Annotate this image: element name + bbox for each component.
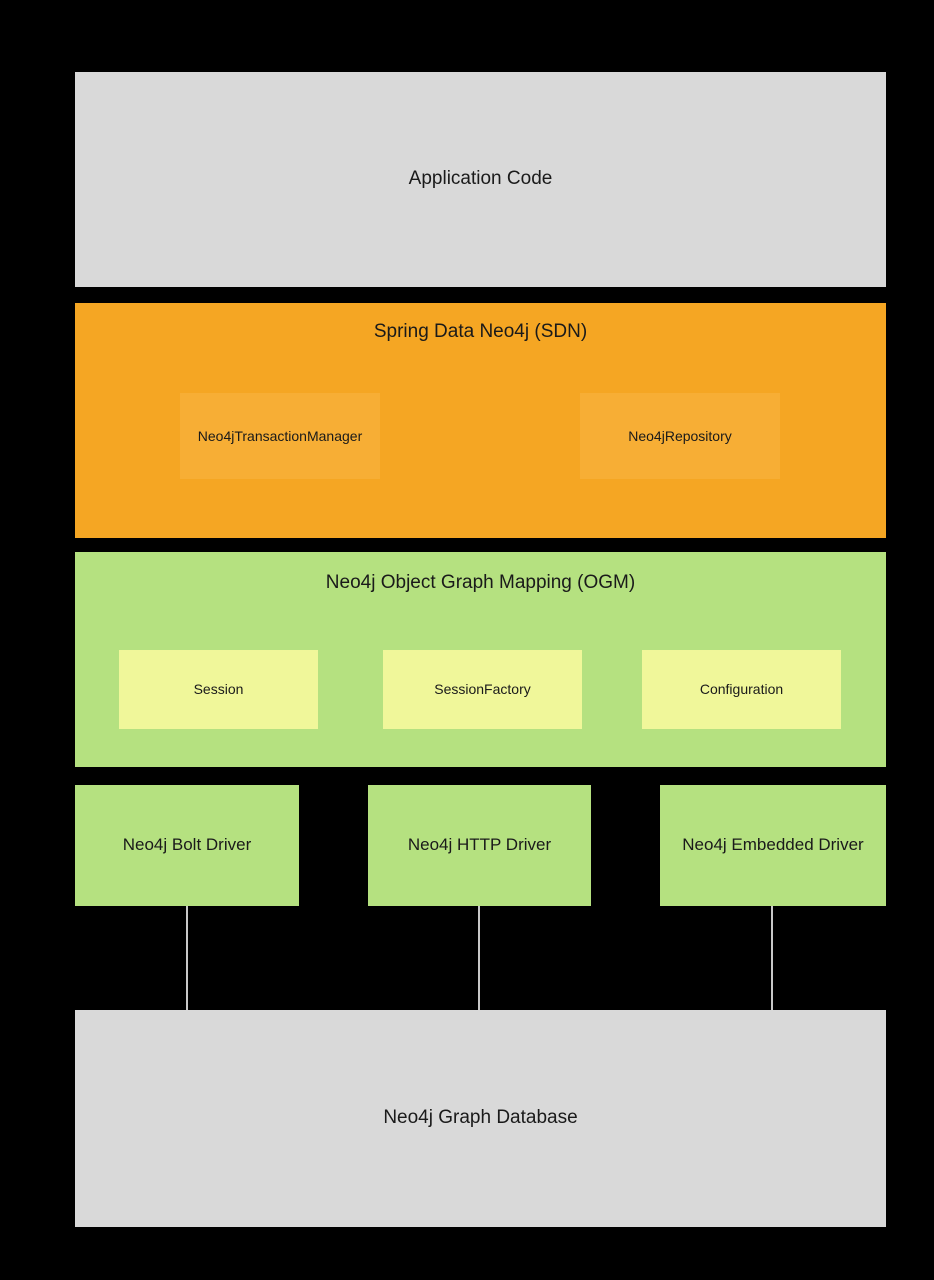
component-neo4j-transaction-manager[interactable]: Neo4jTransactionManager (180, 393, 380, 479)
component-neo4j-http-driver[interactable]: Neo4j HTTP Driver (368, 785, 591, 906)
component-configuration-label: Configuration (699, 681, 784, 698)
component-neo4j-repository-label: Neo4jRepository (628, 427, 732, 444)
component-session[interactable]: Session (119, 650, 318, 729)
layer-spring-data-neo4j[interactable]: Spring Data Neo4j (SDN) Neo4jTransaction… (75, 303, 886, 538)
component-session-factory[interactable]: SessionFactory (383, 650, 582, 729)
layer-spring-data-neo4j-title: Spring Data Neo4j (SDN) (373, 321, 588, 342)
component-configuration[interactable]: Configuration (642, 650, 841, 729)
layer-neo4j-ogm-title: Neo4j Object Graph Mapping (OGM) (325, 572, 636, 593)
layer-neo4j-ogm[interactable]: Neo4j Object Graph Mapping (OGM) Session… (75, 552, 886, 767)
component-neo4j-embedded-driver[interactable]: Neo4j Embedded Driver (660, 785, 886, 906)
component-neo4j-bolt-driver-label: Neo4j Bolt Driver (122, 835, 252, 855)
component-session-factory-label: SessionFactory (434, 681, 531, 698)
connector-bolt-to-database (186, 906, 188, 1011)
layer-neo4j-graph-database[interactable]: Neo4j Graph Database (75, 1010, 886, 1227)
layer-application-code[interactable]: Application Code (75, 72, 886, 287)
layer-application-code-label: Application Code (408, 168, 553, 190)
component-neo4j-embedded-driver-label: Neo4j Embedded Driver (682, 835, 864, 855)
component-neo4j-bolt-driver[interactable]: Neo4j Bolt Driver (75, 785, 299, 906)
component-neo4j-transaction-manager-label: Neo4jTransactionManager (197, 427, 363, 444)
component-neo4j-http-driver-label: Neo4j HTTP Driver (407, 835, 552, 855)
component-session-label: Session (193, 681, 244, 698)
layer-neo4j-graph-database-label: Neo4j Graph Database (383, 1107, 578, 1129)
component-neo4j-repository[interactable]: Neo4jRepository (580, 393, 780, 479)
connector-http-to-database (478, 906, 480, 1011)
connector-embedded-to-database (771, 906, 773, 1011)
